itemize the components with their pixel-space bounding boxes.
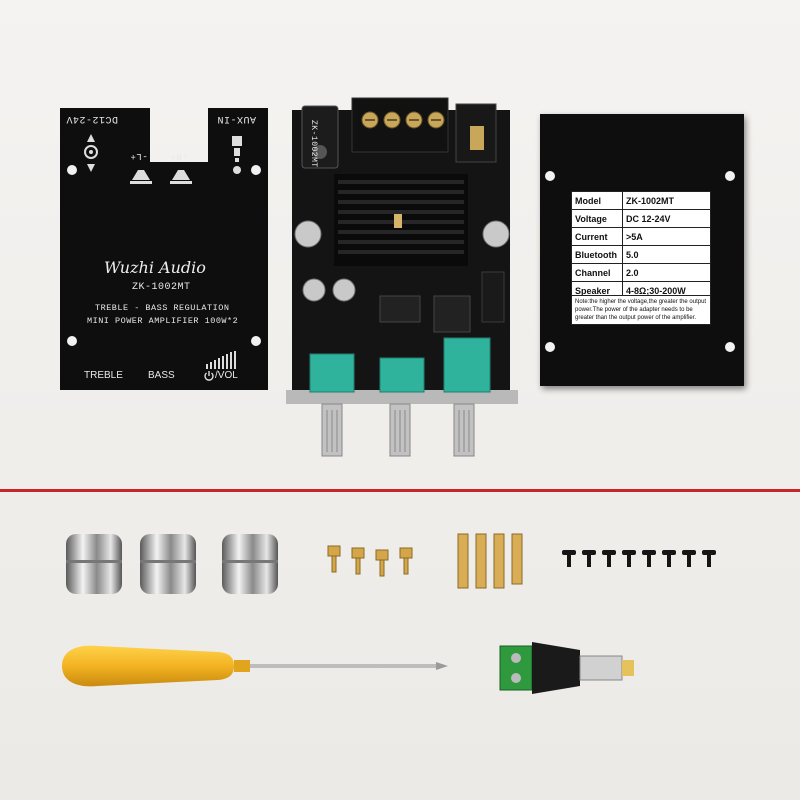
knob-cap	[222, 534, 278, 594]
audio-jack-icon	[232, 136, 242, 174]
knob-label-treble: TREBLE	[84, 370, 123, 381]
left-channel-label: -L+	[130, 151, 148, 161]
spec-row: Current>5A	[571, 227, 711, 246]
screws	[562, 550, 716, 567]
mount-hole	[725, 171, 735, 181]
knob-cap	[140, 534, 196, 594]
right-channel-label: -R+	[170, 151, 188, 161]
aux-label: AUX-IN	[217, 113, 257, 124]
volume-bars-icon	[206, 351, 236, 369]
dc-adapter-plug	[499, 642, 634, 694]
back-plate-line2: MINI POWER AMPLIFIER 100W*2	[87, 316, 239, 326]
mount-hole	[545, 171, 555, 181]
brand-logo: Wuzhi Audio	[104, 258, 206, 277]
knob-label-bass: BASS	[148, 370, 175, 381]
brass-standoffs-short	[327, 545, 413, 577]
power-jack-icon	[84, 134, 98, 172]
mount-hole	[545, 342, 555, 352]
speaker-icon	[170, 170, 192, 184]
brass-standoffs-long	[457, 533, 523, 589]
mount-hole	[725, 342, 735, 352]
knob-cap	[66, 534, 122, 594]
back-plate	[60, 108, 268, 390]
power-label: DC12-24V	[66, 113, 119, 124]
board-silk-model: ZK-1002MT	[309, 120, 318, 168]
speaker-icon	[130, 170, 152, 184]
red-divider-line	[0, 489, 800, 492]
amplifier-board	[286, 97, 518, 457]
power-icon	[204, 371, 214, 381]
screwdriver	[62, 645, 448, 687]
back-plate-line1: TREBLE - BASS REGULATION	[95, 303, 230, 313]
back-plate-model: ZK-1002MT	[132, 282, 191, 293]
spec-note: Note:the higher the voltage,the greater …	[571, 295, 711, 325]
knob-label-vol: /VOL	[215, 370, 238, 381]
